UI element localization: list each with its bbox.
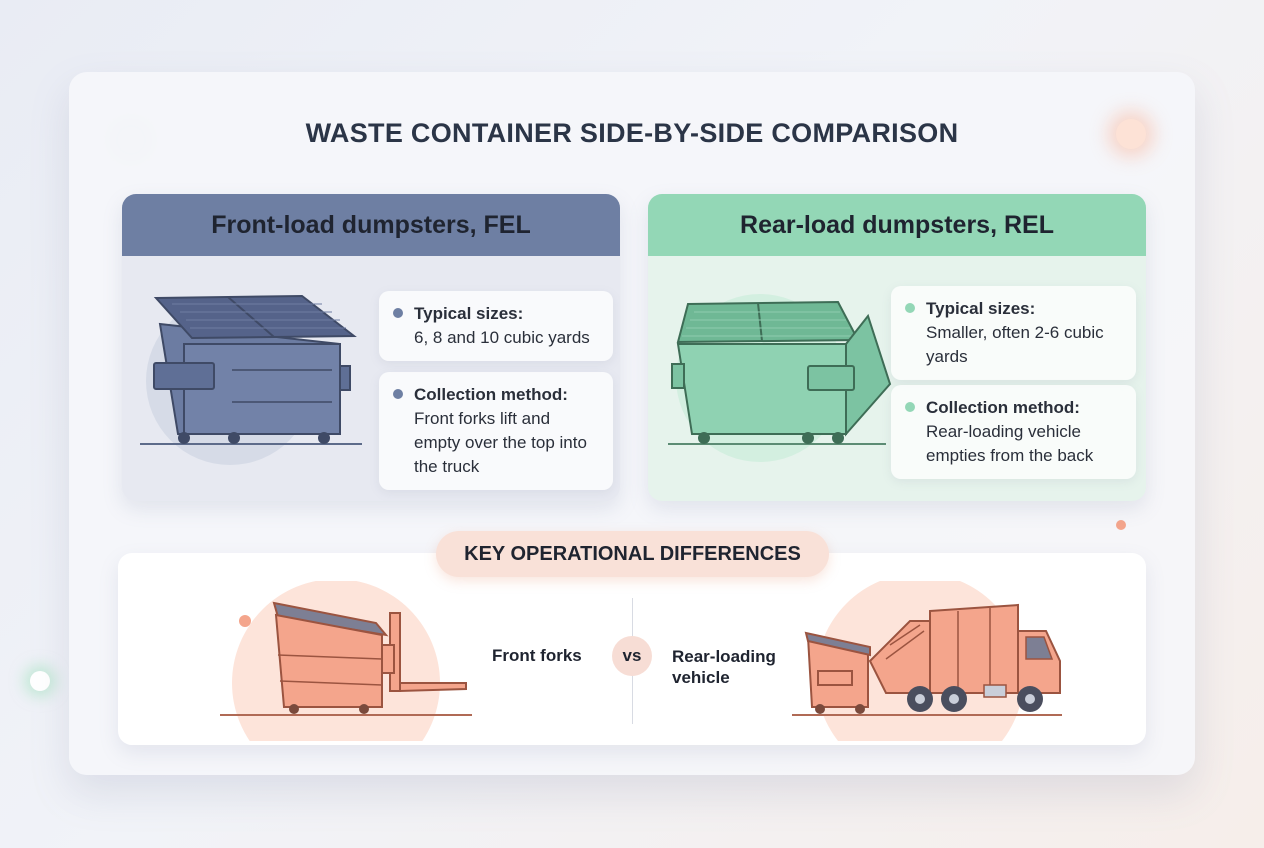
front-forks-label: Front forks: [492, 646, 582, 665]
vs-badge: vs: [612, 636, 652, 676]
differences-title: KEY OPERATIONAL DIFFERENCES: [436, 531, 829, 577]
rel-sizes-value: Smaller, often 2-6 cubic yards: [926, 323, 1104, 366]
fel-sizes-label: Typical sizes:: [414, 304, 524, 323]
fel-method-box: Collection method: Front forks lift and …: [379, 372, 613, 490]
decorative-glow-orange: [1116, 119, 1146, 149]
rel-method-box: Collection method: Rear-loading vehicle …: [891, 385, 1136, 479]
front-load-dumpster-icon: [140, 294, 362, 465]
fel-method-label: Collection method:: [414, 385, 568, 404]
fel-sizes-box: Typical sizes: 6, 8 and 10 cubic yards: [379, 291, 613, 361]
rel-method-label: Collection method:: [926, 398, 1080, 417]
page-title: WASTE CONTAINER SIDE-BY-SIDE COMPARISON: [305, 118, 959, 148]
front-forks-dumpster-icon: [220, 581, 472, 741]
bullet-icon: [905, 303, 915, 313]
rel-panel: Rear-load dumpsters, REL Typical sizes: …: [648, 194, 1146, 501]
bullet-icon: [393, 308, 403, 318]
decorative-glow-green: [30, 671, 50, 691]
fel-panel-header: Front-load dumpsters, FEL: [122, 194, 620, 256]
rel-sizes-box: Typical sizes: Smaller, often 2-6 cubic …: [891, 286, 1136, 380]
fel-method-value: Front forks lift and empty over the top …: [414, 409, 587, 476]
fel-panel: Front-load dumpsters, FEL Typical sizes:…: [122, 194, 620, 501]
rel-method-value: Rear-loading vehicle empties from the ba…: [926, 422, 1094, 465]
rear-loading-truck-icon: [792, 581, 1062, 741]
rear-loading-label: Rear-loading vehicle: [672, 647, 776, 687]
rel-panel-header: Rear-load dumpsters, REL: [648, 194, 1146, 256]
fel-sizes-value: 6, 8 and 10 cubic yards: [414, 328, 590, 347]
bullet-icon: [905, 402, 915, 412]
rel-sizes-label: Typical sizes:: [926, 299, 1036, 318]
bullet-icon: [393, 389, 403, 399]
decorative-dot: [1116, 520, 1126, 530]
rear-load-dumpster-icon: [668, 294, 892, 462]
